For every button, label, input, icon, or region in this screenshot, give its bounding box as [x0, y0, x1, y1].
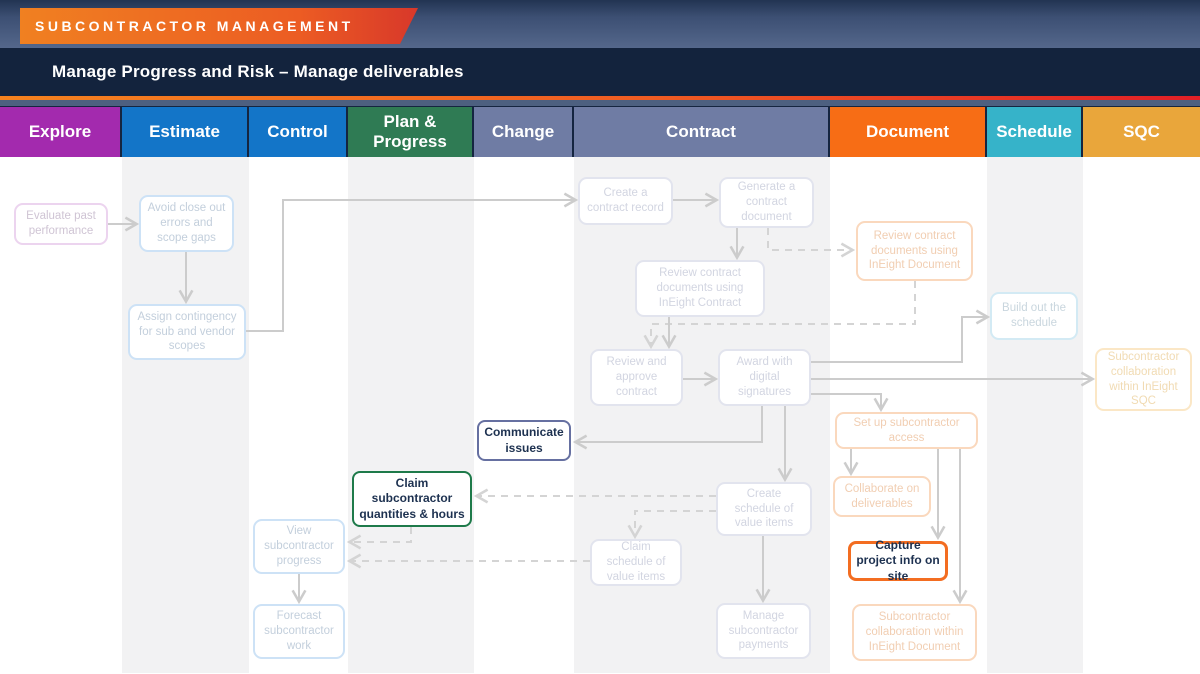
lane-header-label: Schedule: [996, 122, 1072, 142]
connector-award-to-communicate: [572, 406, 763, 450]
node-collaborate-on-deliverables[interactable]: Collaborate on deliverables: [833, 476, 931, 517]
page-title: Manage Progress and Risk – Manage delive…: [52, 62, 464, 81]
lane-header-change[interactable]: Change: [474, 107, 574, 157]
lane-header-explore[interactable]: Explore: [0, 107, 122, 157]
node-create-contract-record[interactable]: Create a contract record: [578, 177, 673, 225]
lane-header-label: Control: [267, 122, 328, 142]
lane-stripe-plan-progress: [348, 157, 474, 673]
node-label: Assign contingency for sub and vendor sc…: [137, 310, 237, 353]
node-label: Communicate issues: [484, 424, 564, 455]
lane-header-contract[interactable]: Contract: [574, 107, 830, 157]
title-bar: Manage Progress and Risk – Manage delive…: [0, 48, 1200, 96]
node-label: Build out the schedule: [1002, 302, 1066, 329]
lane-header-plan-progress[interactable]: Plan & Progress: [348, 107, 474, 157]
connector-award-to-build-schedule: [811, 309, 991, 363]
node-document-collaboration[interactable]: Subcontractor collaboration within InEig…: [852, 604, 977, 661]
node-avoid-close-out-errors[interactable]: Avoid close out errors and scope gaps: [139, 195, 234, 252]
node-evaluate-past-performance[interactable]: Evaluate past performance: [14, 203, 108, 245]
lane-header-label: Estimate: [149, 122, 220, 142]
node-label: Subcontractor collaboration within InEig…: [1107, 350, 1180, 408]
node-label: Review contract documents using InEight …: [656, 267, 744, 309]
node-claim-subcontractor-quantities[interactable]: Claim subcontractor quantities & hours: [352, 471, 472, 527]
lane-stripe-schedule: [987, 157, 1083, 673]
node-build-out-schedule[interactable]: Build out the schedule: [990, 292, 1078, 340]
lane-header-label: SQC: [1123, 122, 1160, 142]
node-label: Review contract documents using InEight …: [868, 229, 961, 272]
node-label: Claim subcontractor quantities & hours: [359, 475, 465, 521]
banner-ribbon: SUBCONTRACTOR MANAGEMENT: [20, 8, 418, 44]
lane-header-schedule[interactable]: Schedule: [987, 107, 1083, 157]
connector-generate-to-review-document: [767, 228, 856, 258]
node-label: Create schedule of value items: [734, 487, 794, 530]
node-capture-project-info[interactable]: Capture project info on site: [848, 538, 948, 583]
node-claim-schedule-of-values[interactable]: Claim schedule of value items: [590, 539, 682, 586]
node-manage-subcontractor-payments[interactable]: Manage subcontractor payments: [716, 603, 811, 659]
node-label: Evaluate past performance: [26, 210, 96, 237]
node-label: Forecast subcontractor work: [264, 610, 334, 652]
node-view-subcontractor-progress[interactable]: View subcontractor progress: [253, 519, 345, 574]
connector-award-to-setup-access: [811, 393, 889, 413]
node-label: View subcontractor progress: [264, 525, 334, 567]
node-review-docs-ineight-document[interactable]: Review contract documents using InEight …: [856, 221, 973, 281]
node-communicate-issues[interactable]: Communicate issues: [477, 420, 571, 461]
lane-header-sqc[interactable]: SQC: [1083, 107, 1200, 157]
node-label: Award with digital signatures: [736, 356, 793, 398]
lane-header-label: Document: [865, 122, 950, 142]
connector-review-document-to-approve: [643, 281, 916, 350]
lane-header-estimate[interactable]: Estimate: [122, 107, 249, 157]
node-set-up-subcontractor-access[interactable]: Set up subcontractor access: [835, 412, 978, 449]
lane-header-label: Plan & Progress: [373, 112, 447, 151]
node-label: Capture project info on site: [856, 537, 940, 583]
node-label: Create a contract record: [587, 187, 664, 214]
banner-title: SUBCONTRACTOR MANAGEMENT: [35, 18, 354, 34]
node-award-digital-signatures[interactable]: Award with digital signatures: [718, 349, 811, 406]
node-label: Avoid close out errors and scope gaps: [147, 202, 226, 244]
node-assign-contingency[interactable]: Assign contingency for sub and vendor sc…: [128, 304, 246, 360]
lane-header-control[interactable]: Control: [249, 107, 348, 157]
slate-divider: [0, 100, 1200, 107]
lane-header-label: Change: [491, 122, 555, 142]
node-label: Collaborate on deliverables: [844, 482, 920, 510]
node-label: Claim schedule of value items: [606, 541, 666, 583]
node-create-schedule-of-values[interactable]: Create schedule of value items: [716, 482, 812, 536]
connector-claim-qty-to-view-progress: [346, 527, 412, 550]
node-label: Review and approve contract: [606, 356, 667, 398]
node-label: Subcontractor collaboration within InEig…: [865, 611, 964, 653]
node-generate-contract-document[interactable]: Generate a contract document: [719, 177, 814, 228]
connector-layer: [108, 192, 1096, 605]
accent-divider: [0, 96, 1200, 100]
top-band: SUBCONTRACTOR MANAGEMENT: [0, 0, 1200, 48]
node-label: Manage subcontractor payments: [728, 609, 799, 652]
node-label: Set up subcontractor access: [853, 416, 960, 444]
lane-stripe-contract: [574, 157, 830, 673]
node-label: Generate a contract document: [737, 181, 796, 223]
node-review-docs-ineight-contract[interactable]: Review contract documents using InEight …: [635, 260, 765, 317]
node-review-approve-contract[interactable]: Review and approve contract: [590, 349, 683, 406]
connector-assign-to-create-record: [246, 192, 579, 332]
lane-header-document[interactable]: Document: [830, 107, 987, 157]
node-sqc-collaboration[interactable]: Subcontractor collaboration within InEig…: [1095, 348, 1192, 411]
lane-header-label: Contract: [666, 122, 736, 142]
node-forecast-subcontractor-work[interactable]: Forecast subcontractor work: [253, 604, 345, 659]
lane-header-label: Explore: [28, 122, 92, 142]
lane-header-row: Explore Estimate Control Plan & Progress Cha…: [0, 107, 1200, 157]
process-diagram: Evaluate past performance Avoid close out…: [0, 157, 1200, 673]
connector-create-sov-to-claim-sov: [627, 510, 716, 540]
